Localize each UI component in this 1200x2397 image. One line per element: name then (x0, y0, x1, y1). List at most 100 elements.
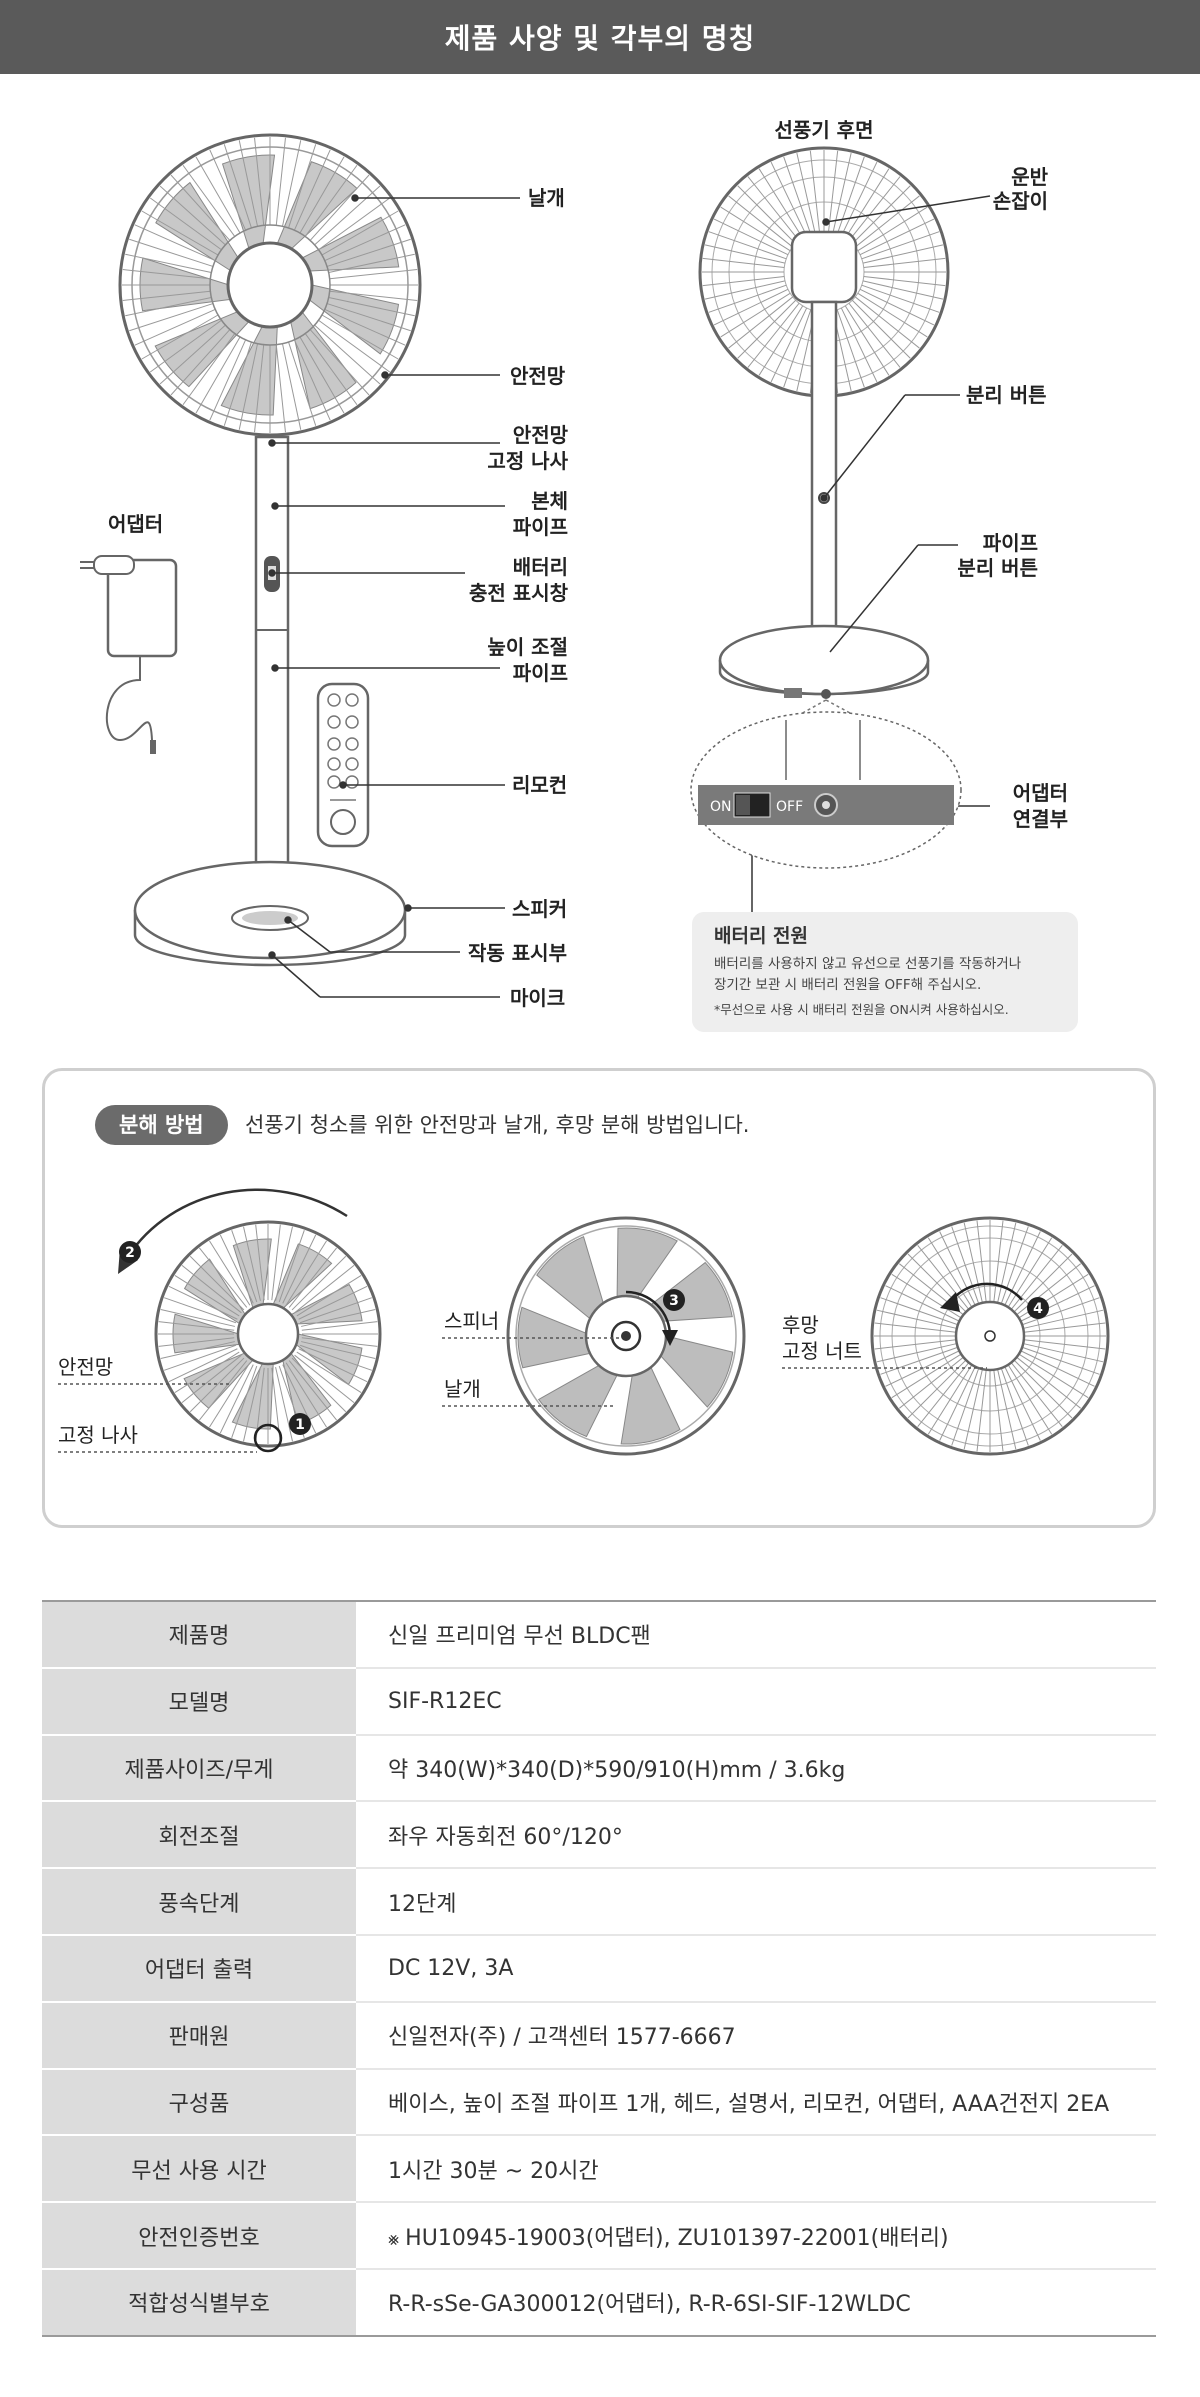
disassembly-fan-blade (506, 1216, 746, 1456)
front-leader-lines (268, 194, 520, 998)
disassembly-label-spinner: 스피너 (444, 1309, 499, 1333)
adapter-illustration (80, 555, 178, 754)
svg-text:2: 2 (125, 1245, 135, 1261)
label-remote: 리모컨 (512, 773, 567, 797)
spec-key: 구성품 (42, 2068, 356, 2137)
step-badge-1: 1 (289, 1413, 311, 1435)
label-body-pipe-2: 파이프 (513, 515, 568, 539)
spec-key: 무선 사용 시간 (42, 2135, 356, 2204)
battery-power-title: 배터리 전원 (714, 925, 808, 947)
disassembly-diagram: 2 1 안전망 고정 나사 3 스피너 날개 4 후망 고정 너트 (58, 1188, 1110, 1456)
label-pipe-detach-1: 파이프 (983, 531, 1038, 555)
disassembly-label-blade: 날개 (444, 1377, 481, 1401)
label-pipe-detach-2: 분리 버튼 (957, 556, 1038, 580)
spec-value: ⨳HU10945-19003(어댑터), ZU101397-22001(배터리) (356, 2202, 1156, 2270)
step-badge-4: 4 (1027, 1297, 1049, 1319)
page-title: 제품 사양 및 각부의 명칭 (444, 22, 756, 55)
switch-zoom-callout (690, 699, 962, 869)
spec-value: 1시간 30분 ~ 20시간 (356, 2135, 1156, 2204)
label-guard-screw-1: 안전망 (513, 423, 569, 447)
disassembly-fan-rear (870, 1216, 1110, 1456)
disassembly-section: 분해 방법 선풍기 청소를 위한 안전망과 날개, 후망 분해 방법입니다. (42, 1068, 1156, 1528)
page-header: 제품 사양 및 각부의 명칭 (0, 0, 1200, 74)
front-base (133, 860, 407, 967)
spec-key: 제품명 (42, 1600, 356, 1669)
rear-title: 선풍기 후면 (775, 118, 874, 142)
rear-guard-ribs (702, 150, 946, 394)
disassembly-label-rear-2: 고정 너트 (782, 1339, 862, 1363)
label-body-pipe-1: 본체 (531, 489, 568, 513)
label-indicator: 작동 표시부 (468, 941, 567, 965)
disassembly-description: 선풍기 청소를 위한 안전망과 날개, 후망 분해 방법입니다. (245, 1113, 750, 1137)
svg-text:3: 3 (669, 1293, 679, 1309)
spec-value: R-R-sSe-GA300012(어댑터), R-R-6SI-SIF-12WLD… (356, 2268, 1156, 2337)
spec-key: 모델명 (42, 1667, 356, 1736)
battery-power-line1: 배터리를 사용하지 않고 유선으로 선풍기를 작동하거나 (714, 956, 1021, 972)
label-adapter-port-2: 연결부 (1013, 807, 1068, 831)
parts-diagram: 날개 안전망 안전망 고정 나사 본체 파이프 배터리 충전 표시창 높이 조절… (80, 118, 1078, 1032)
label-blade: 날개 (528, 186, 565, 210)
label-adapter: 어댑터 (108, 512, 163, 536)
front-blades (139, 154, 400, 416)
label-mic: 마이크 (510, 986, 565, 1010)
label-height-pipe-2: 파이프 (513, 661, 568, 685)
disassembly-pill: 분해 방법 (95, 1105, 228, 1145)
svg-text:1: 1 (295, 1417, 305, 1433)
front-fan-head (118, 133, 422, 437)
front-guard-ribs (122, 137, 418, 433)
battery-power-box (692, 912, 1078, 1032)
svg-text:4: 4 (1033, 1301, 1043, 1317)
label-battery-window-2: 충전 표시창 (469, 581, 569, 605)
spec-value: DC 12V, 3A (356, 1934, 1156, 2003)
step-badge-2: 2 (119, 1241, 141, 1263)
spec-value: 신일 프리미엄 무선 BLDC팬 (356, 1600, 1156, 1669)
label-handle-2: 손잡이 (993, 189, 1048, 213)
remote-illustration (316, 682, 370, 848)
spec-key: 어댑터 출력 (42, 1934, 356, 2003)
disassembly-label-rear-1: 후망 (782, 1313, 819, 1337)
spec-value: 12단계 (356, 1868, 1156, 1936)
spec-key: 판매원 (42, 2001, 356, 2070)
step-badge-3: 3 (663, 1289, 685, 1311)
spec-key: 회전조절 (42, 1801, 356, 1870)
battery-power-note: *무선으로 사용 시 배터리 전원을 ON시켜 사용하십시오. (714, 1002, 1009, 1017)
label-handle-1: 운반 (1011, 165, 1048, 189)
spec-key: 제품사이즈/무게 (42, 1734, 356, 1803)
disassembly-label-screw: 고정 나사 (58, 1423, 138, 1447)
label-guard-screw-2: 고정 나사 (487, 449, 568, 473)
rotate-arrow-step2 (125, 1188, 348, 1259)
rear-base (718, 624, 930, 699)
spec-value: SIF-R12EC (356, 1667, 1156, 1736)
disassembly-label-guard: 안전망 (58, 1355, 113, 1379)
table-row: 안전인증번호⨳HU10945-19003(어댑터), ZU101397-2200… (42, 2202, 1156, 2270)
label-adapter-port-1: 어댑터 (1013, 781, 1068, 805)
spec-key: 적합성식별부호 (42, 2268, 356, 2337)
rear-fan-head (698, 146, 950, 653)
spec-key: 풍속단계 (42, 1868, 356, 1936)
label-battery-window-1: 배터리 (513, 555, 568, 579)
switch-off-label: OFF (776, 799, 803, 815)
label-speaker: 스피커 (512, 897, 567, 921)
switch-on-label: ON (710, 799, 732, 815)
spec-value: 신일전자(주) / 고객센터 1577-6667 (356, 2001, 1156, 2070)
label-detach-button: 분리 버튼 (966, 383, 1047, 407)
spec-value: 약 340(W)*340(D)*590/910(H)mm / 3.6kg (356, 1734, 1156, 1803)
spec-value-text: HU10945-19003(어댑터), ZU101397-22001(배터리) (405, 2225, 949, 2251)
label-height-pipe-1: 높이 조절 (487, 635, 568, 659)
spec-key: 안전인증번호 (42, 2202, 356, 2270)
spec-value: 좌우 자동회전 60°/120° (356, 1801, 1156, 1870)
disassembly-fan-guard (154, 1220, 382, 1453)
kc-mark-icon: ⨳ (388, 2228, 400, 2250)
spec-value: 베이스, 높이 조절 파이프 1개, 헤드, 설명서, 리모컨, 어댑터, AA… (356, 2068, 1156, 2137)
